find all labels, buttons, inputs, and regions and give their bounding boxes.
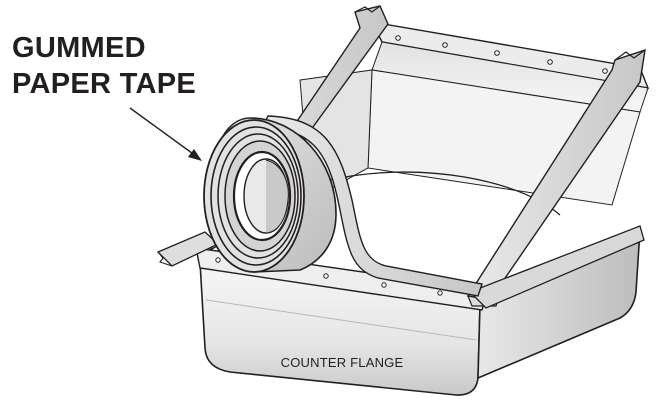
callout-line-2: PAPER TAPE: [12, 68, 197, 100]
callout-line-1: GUMMED: [12, 32, 146, 64]
tape-unrolled-band: [260, 115, 483, 297]
gummed-paper-tape-callout: GUMMED PAPER TAPE: [12, 30, 196, 102]
tape-roll: [203, 117, 337, 273]
callout-leader-arrow: [129, 107, 202, 161]
tape-strip-front-right: [468, 225, 645, 309]
counter-flange-label: COUNTER FLANGE: [280, 355, 404, 370]
